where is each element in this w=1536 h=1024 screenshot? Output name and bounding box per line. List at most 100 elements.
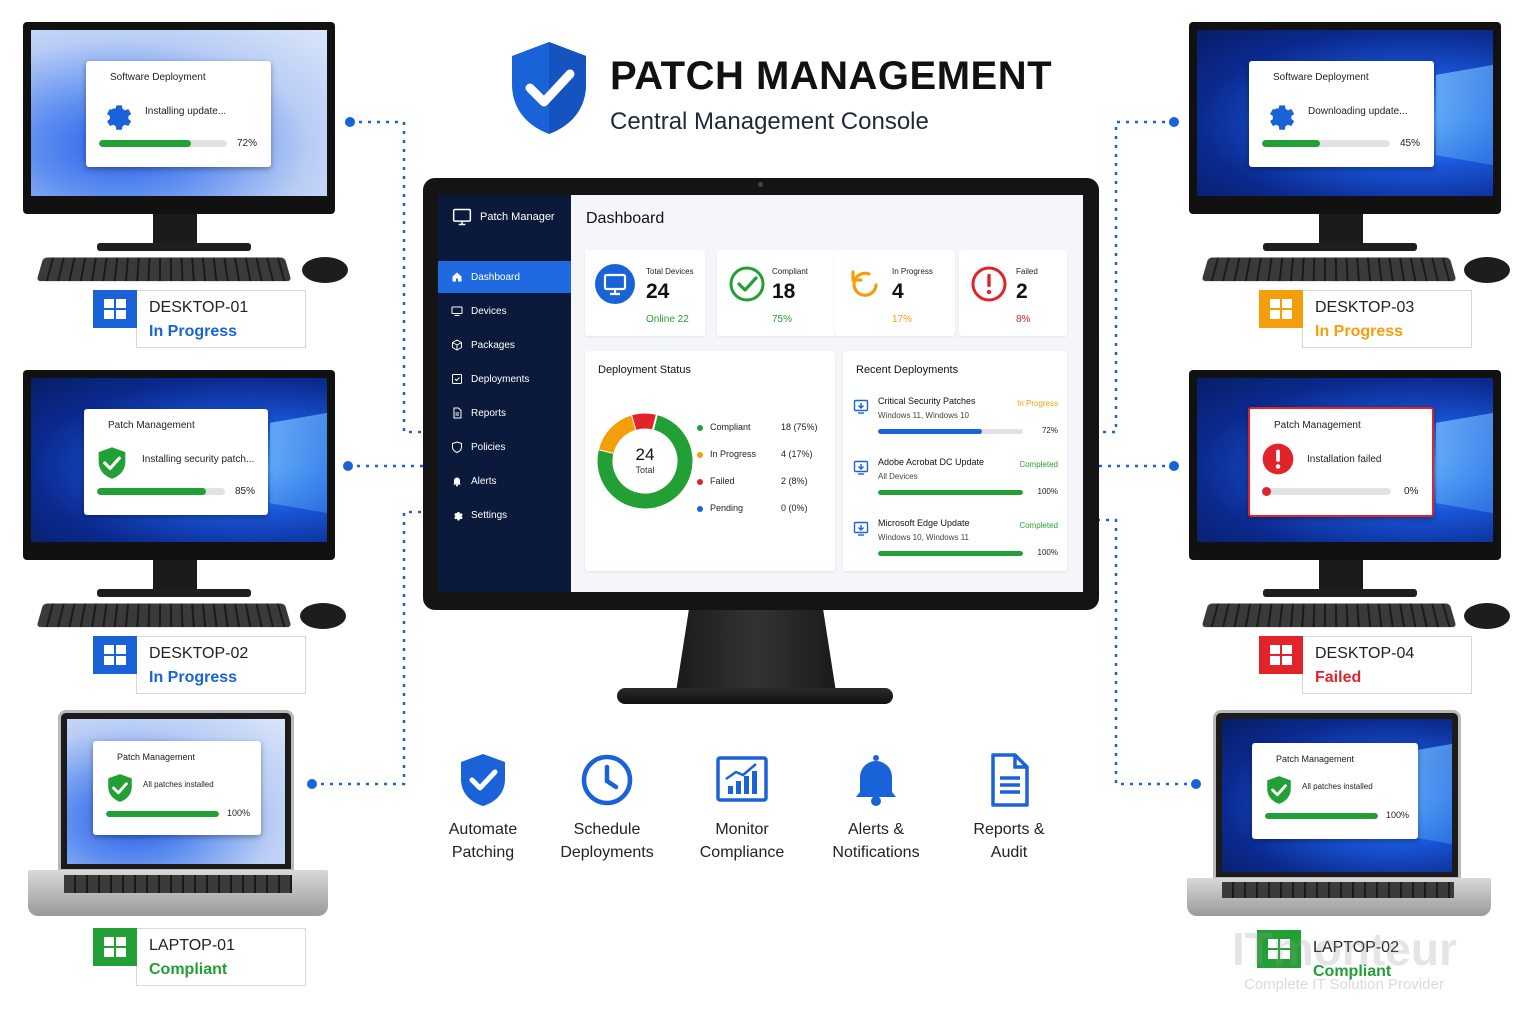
sidebar-item-dashboard[interactable]: Dashboard [438, 261, 571, 293]
deployment-targets: All Devices [878, 472, 918, 481]
feature-automate-patching[interactable]: Automate Patching [413, 752, 553, 864]
device-status: In Progress [1315, 323, 1404, 340]
monitor-icon [451, 306, 463, 316]
sidebar-brand[interactable]: Patch Manager [452, 207, 555, 227]
legend-dot [697, 479, 703, 485]
legend-dot [697, 452, 703, 458]
windows-logo-icon [93, 928, 137, 966]
deployment-status: Completed [1019, 521, 1058, 530]
kpi-label: Total Devices [646, 267, 694, 276]
deployment-dialog: Software Deployment Installing update...… [86, 61, 271, 167]
legend-row: Pending 0 (0%) [697, 503, 827, 517]
panel-title: Recent Deployments [856, 364, 959, 376]
recent-deployments-panel: Recent Deployments Critical Security Pat… [843, 351, 1067, 571]
deployment-percent: 100% [1037, 487, 1058, 496]
sidebar-item-policies[interactable]: Policies [438, 431, 571, 463]
deploy-icon [452, 374, 462, 384]
progress-bar [97, 488, 225, 495]
sidebar-item-deployments[interactable]: Deployments [438, 363, 571, 395]
dialog-message: Installing security patch... [142, 454, 255, 465]
device-name: DESKTOP-04 [1315, 645, 1415, 662]
gear-icon [1270, 105, 1295, 130]
progress-percent: 85% [235, 486, 256, 497]
sidebar-item-devices[interactable]: Devices [438, 295, 571, 327]
donut-slice-compliant[interactable] [597, 414, 693, 509]
mouse [1464, 603, 1510, 629]
feature-monitor-compliance[interactable]: Monitor Compliance [672, 752, 812, 864]
deployment-dialog: Software Deployment Downloading update..… [1249, 61, 1434, 167]
feature-schedule-deployments[interactable]: Schedule Deployments [537, 752, 677, 864]
device-status: Compliant [149, 961, 228, 978]
kpi-label: In Progress [892, 267, 933, 276]
sidebar-item-label: Packages [471, 339, 515, 351]
progress-fill [1265, 813, 1378, 819]
progress-fill [99, 140, 192, 147]
sidebar-item-reports[interactable]: Reports [438, 397, 571, 429]
kpi-sub: Online 22 [646, 314, 689, 325]
kpi-in-progress[interactable]: In Progress 4 17% [835, 250, 955, 336]
package-install-icon [853, 399, 869, 414]
kpi-total-devices[interactable]: Total Devices 24 Online 22 [585, 250, 705, 336]
bell-icon [856, 755, 896, 806]
sidebar-item-alerts[interactable]: Alerts [438, 465, 571, 497]
donut-total-label: Total [635, 465, 655, 475]
monitor-icon [452, 208, 472, 226]
legend-name: In Progress [710, 449, 757, 459]
progress-bar [106, 811, 219, 817]
device-name: LAPTOP-02 [1313, 939, 1399, 956]
sidebar-item-packages[interactable]: Packages [438, 329, 571, 361]
device-name: DESKTOP-02 [149, 645, 249, 662]
sidebar-item-label: Reports [471, 407, 507, 419]
deployment-dialog: Patch Management All patches installed 1… [1252, 743, 1418, 839]
sidebar-item-settings[interactable]: Settings [438, 499, 571, 531]
kpi-failed[interactable]: Failed 2 8% [959, 250, 1067, 336]
dialog-title: Patch Management [117, 752, 196, 762]
dialog-title: Patch Management [1276, 754, 1355, 764]
sidebar-item-label: Devices [471, 305, 507, 317]
feature-reports-audit[interactable]: Reports & Audit [939, 752, 1079, 864]
sidebar-item-label: Dashboard [471, 271, 520, 283]
progress-percent: 0% [1404, 486, 1419, 497]
legend-name: Pending [710, 503, 744, 513]
package-install-icon [853, 460, 869, 475]
legend-name: Failed [710, 476, 735, 486]
deployment-donut-chart [597, 413, 693, 509]
progress-percent: 100% [227, 808, 251, 818]
legend-value: 0 (0%) [781, 503, 808, 513]
windows-logo-icon [93, 636, 137, 674]
deployment-progress-fill [878, 551, 1023, 556]
feature-label: Monitor Compliance [699, 821, 785, 861]
donut-slice-gap [652, 414, 658, 430]
deployment-progress-fill [878, 429, 983, 434]
deployment-percent: 100% [1037, 548, 1058, 557]
legend-value: 4 (17%) [781, 449, 813, 459]
legend-value: 18 (75%) [781, 422, 818, 432]
sidebar-item-label: Policies [471, 441, 506, 453]
report-icon [453, 407, 462, 419]
windows-logo-icon [1257, 930, 1301, 968]
kpi-value: 2 [1016, 280, 1028, 303]
kpi-compliant[interactable]: Compliant 18 75% [717, 250, 837, 336]
legend-value: 2 (8%) [781, 476, 808, 486]
feature-label: Schedule Deployments [560, 821, 654, 861]
dashboard-title: Dashboard [586, 210, 665, 227]
progress-percent: 72% [237, 138, 258, 149]
donut-slice-failed[interactable] [632, 413, 657, 430]
progress-percent: 100% [1386, 810, 1410, 820]
kpi-label: Compliant [772, 267, 809, 276]
feature-alerts-notifications[interactable]: Alerts & Notifications [806, 752, 946, 864]
donut-slice-in-progress[interactable] [598, 415, 637, 454]
feature-label: Reports & Audit [973, 821, 1045, 861]
deployment-targets: Windows 11, Windows 10 [878, 411, 969, 420]
shield-check-icon [461, 754, 505, 806]
bell-icon [453, 477, 461, 487]
deployment-progress-fill [878, 490, 1023, 495]
device-label: DESKTOP-01 In Progress [93, 290, 306, 348]
dialog-message: All patches installed [1302, 782, 1373, 791]
kpi-label: Failed [1016, 267, 1038, 276]
deployment-dialog: Patch Management All patches installed 1… [93, 741, 261, 835]
keyboard [36, 257, 292, 282]
